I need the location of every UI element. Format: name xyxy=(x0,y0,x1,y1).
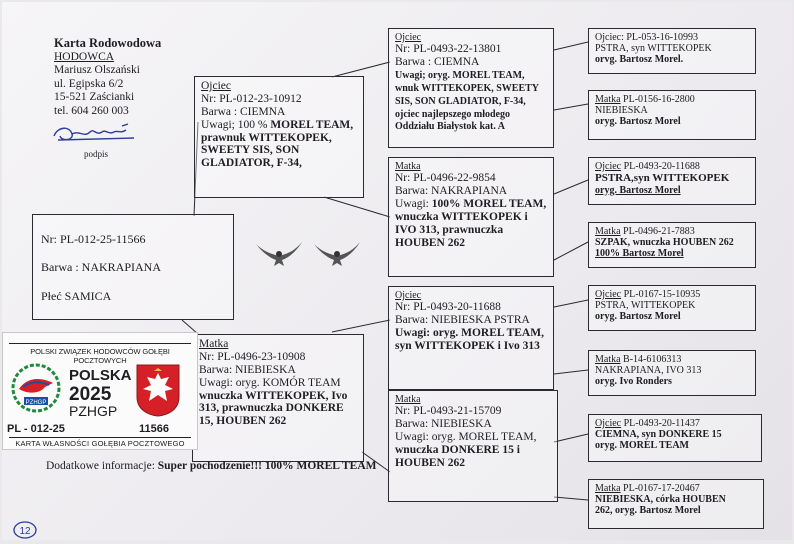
pigeon-box: Nr: PL-012-25-11566 Barwa : NAKRAPIANA P… xyxy=(32,214,234,320)
breeder-street: ul. Egipska 6/2 xyxy=(54,77,124,90)
breeder-info: Karta Rodowodowa HODOWCA Mariusz Olszańs… xyxy=(54,36,161,119)
g7-line3: oryg. MOREL TEAM xyxy=(595,440,689,452)
fm-label: Matka xyxy=(395,161,421,172)
mf-ring: Nr: PL-0493-20-11688 xyxy=(395,301,501,314)
g4-line2: SZPAK, wnuczka HOUBEN 262 xyxy=(595,237,734,249)
great-grandparent-3-box: Ojciec PL-0493-20-11688 PSTRA,syn WITTEK… xyxy=(588,157,756,205)
g8-line3: 262, oryg. Bartosz Morel xyxy=(595,505,701,517)
mf-label: Ojciec xyxy=(395,290,422,301)
pigeon-ring: Nr: PL-012-25-11566 xyxy=(41,232,146,246)
svg-text:PZHGP: PZHGP xyxy=(26,400,47,406)
label-ring: PL - 012-25 xyxy=(7,423,65,435)
fm-color: Barwa: NAKRAPIANA xyxy=(395,185,508,198)
additional-info: Dodatkowe informacje: Super pochodzenie!… xyxy=(46,460,377,472)
great-grandparent-5-box: Ojciec PL-0167-15-10935 PSTRA, WITTEKOPE… xyxy=(588,285,756,331)
fm-notes: Uwagi: 100% MOREL TEAM, wnuczka WITTEKOP… xyxy=(395,197,547,249)
breeder-role: HODOWCA xyxy=(54,50,115,63)
paternal-grandmother-box: Matka Nr: PL-0496-22-9854 Barwa: NAKRAPI… xyxy=(388,157,554,277)
g1-label: Ojciec: xyxy=(595,32,624,43)
g5-label: Ojciec xyxy=(595,289,622,300)
breeder-name: Mariusz Olszański xyxy=(54,64,140,77)
mm-color: Barwa: NIEBIESKA xyxy=(395,418,492,431)
pigeon-color: Barwa : NAKRAPIANA xyxy=(41,260,161,275)
ring-ownership-label: POLSKI ZWIĄZEK HODOWCÓW GOŁĘBI POCZTOWYC… xyxy=(2,332,198,450)
father-ring: Nr: PL-012-23-10912 xyxy=(201,92,302,105)
father-box: Ojciec Nr: PL-012-23-10912 Barwa : CIEMN… xyxy=(194,76,364,198)
g2-line2: NIEBIESKA xyxy=(595,105,648,117)
g5-line3: oryg. Bartosz Morel xyxy=(595,311,681,323)
great-grandparent-8-box: Matka PL-0167-17-20467 NIEBIESKA, córka … xyxy=(588,479,764,529)
pigeon-sex: Płeć SAMICA xyxy=(41,288,112,303)
label-number: 11566 xyxy=(139,423,169,435)
g8-label: Matka xyxy=(595,483,621,494)
breeder-phone: tel. 604 260 003 xyxy=(54,105,129,117)
ff-color: Barwa : CIEMNA xyxy=(395,56,480,69)
g4-line3: 100% Bartosz Morel xyxy=(595,248,684,260)
g1-line2: PSTRA, syn WITTEKOPEK xyxy=(595,43,712,55)
g2-line3: oryg. Bartosz Morel xyxy=(595,116,681,128)
great-grandparent-6-box: Matka B-14-6106313 NAKRAPIANA, IVO 313 o… xyxy=(588,350,756,396)
paternal-grandfather-box: Ojciec Nr: PL-0493-22-13801 Barwa : CIEM… xyxy=(388,28,554,148)
pigeon-icon xyxy=(314,242,360,266)
ff-label: Ojciec xyxy=(395,32,422,43)
g6-line2: NAKRAPIANA, IVO 313 xyxy=(595,365,702,377)
mm-ring: Nr: PL-0493-21-15709 xyxy=(395,405,502,418)
mf-color: Barwa: NIEBIESKA PSTRA xyxy=(395,314,530,327)
g2-label: Matka xyxy=(595,94,621,105)
mm-notes-bold: wnuczka DONKERE 15 i HOUBEN 262 xyxy=(395,443,520,469)
page-number-circle: 12 xyxy=(13,521,37,539)
fm-ring: Nr: PL-0496-22-9854 xyxy=(395,172,496,185)
page-number: 12 xyxy=(19,526,31,537)
mm-notes-plain: Uwagi: oryg. MOREL TEAM, xyxy=(395,430,537,443)
maternal-grandfather-box: Ojciec Nr: PL-0493-20-11688 Barwa: NIEBI… xyxy=(388,286,554,390)
polish-eagle-icon xyxy=(136,364,180,417)
mother-label: Matka xyxy=(199,338,229,350)
label-year: 2025 xyxy=(69,384,112,405)
signature-label: podpis xyxy=(84,149,109,159)
label-country: POLSKA xyxy=(69,367,132,384)
great-grandparent-4-box: Matka PL-0496-21-7883 SZPAK, wnuczka HOU… xyxy=(588,222,756,268)
g3-line2: PSTRA,syn WITTEKOPEK xyxy=(595,172,730,185)
mother-color: Barwa: NIEBIESKA xyxy=(199,363,296,376)
ff-notes: Uwagi; oryg. MOREL TEAM, wnuk WITTEKOPEK… xyxy=(395,69,539,133)
g6-label: Matka xyxy=(595,354,621,365)
maternal-grandmother-box: Matka Nr: PL-0493-21-15709 Barwa: NIEBIE… xyxy=(388,390,558,502)
mother-ring: Nr: PL-0496-23-10908 xyxy=(199,350,306,363)
father-notes: Uwagi; 100 % MOREL TEAM, prawnuk WITTEKO… xyxy=(201,118,354,170)
g5-line2: PSTRA, WITTEKOPEK xyxy=(595,300,696,312)
g8-line2: NIEBIESKA, córka HOUBEN xyxy=(595,494,726,506)
father-label: Ojciec xyxy=(201,80,232,92)
father-color: Barwa : CIEMNA xyxy=(201,105,286,118)
g7-label: Ojciec xyxy=(595,418,622,429)
handwritten-signature xyxy=(53,123,135,141)
g4-label: Matka xyxy=(595,226,621,237)
mf-notes: Uwagi: oryg. MOREL TEAM, syn WITTEKOPEK … xyxy=(395,326,544,352)
mother-notes-bold: wnuczka WITTEKOPEK, Ivo 313, prawnuczka … xyxy=(199,389,348,428)
label-top-text: POLSKI ZWIĄZEK HODOWCÓW GOŁĘBI POCZTOWYC… xyxy=(30,347,170,365)
g3-label: Ojciec xyxy=(595,161,622,172)
label-org: PZHGP xyxy=(69,403,118,419)
ff-ring: Nr: PL-0493-22-13801 xyxy=(395,43,502,56)
g6-line3: oryg. Ivo Ronders xyxy=(595,376,672,388)
great-grandparent-1-box: Ojciec: PL-053-16-10993 PSTRA, syn WITTE… xyxy=(588,28,756,74)
g7-line2: CIEMNA, syn DONKERE 15 xyxy=(595,429,722,441)
card-title: Karta Rodowodowa xyxy=(54,36,162,50)
great-grandparent-7-box: Ojciec PL-0493-20-11437 CIEMNA, syn DONK… xyxy=(588,414,762,462)
g3-line3: oryg. Bartosz Morel xyxy=(595,184,681,196)
great-grandparent-2-box: Matka PL-0156-16-2800 NIEBIESKA oryg. Ba… xyxy=(588,90,756,140)
label-bottom-text: KARTA WŁASNOŚCI GOŁĘBIA POCZTOWEGO xyxy=(15,439,185,448)
g1-line3: orvg. Bartosz Morel. xyxy=(595,54,684,66)
pigeon-icon xyxy=(256,242,302,266)
mm-label: Matka xyxy=(395,394,421,405)
breeder-city: 15-521 Zaścianki xyxy=(54,91,135,104)
mother-box: Matka Nr: PL-0496-23-10908 Barwa: NIEBIE… xyxy=(192,334,364,462)
pzhgp-logo-icon: PZHGP xyxy=(11,363,61,413)
mother-notes-plain: Uwagi: oryg. KOMÓR TEAM xyxy=(199,376,341,389)
